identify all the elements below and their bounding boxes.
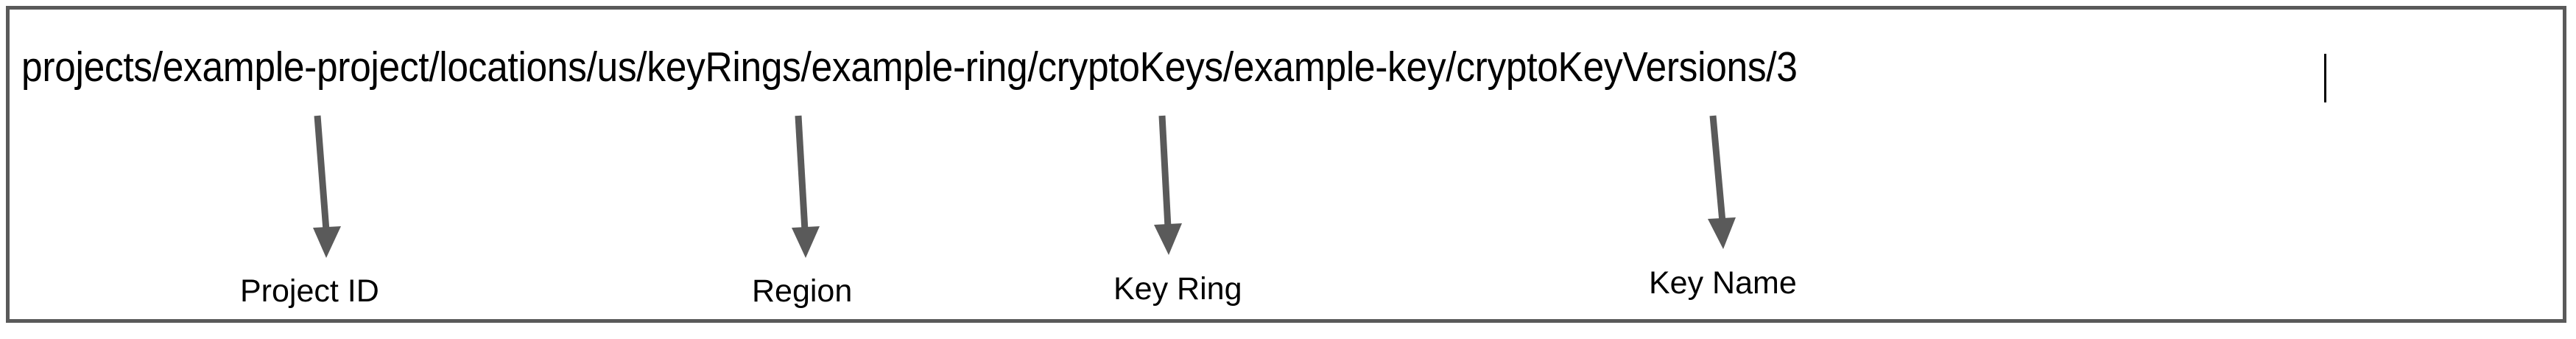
text-caret	[2324, 54, 2326, 102]
resource-name-line[interactable]: projects/example-project/locations/us/ke…	[21, 43, 1984, 97]
resource-name-value[interactable]: projects/example-project/locations/us/ke…	[21, 43, 1798, 91]
annotation-label-key-ring: Key Ring	[1113, 271, 1242, 307]
annotation-label-key-name: Key Name	[1649, 265, 1797, 301]
resource-name-textbox[interactable]: projects/example-project/locations/us/ke…	[6, 6, 2566, 323]
annotation-label-region: Region	[752, 273, 853, 309]
annotation-label-project-id: Project ID	[240, 273, 379, 309]
